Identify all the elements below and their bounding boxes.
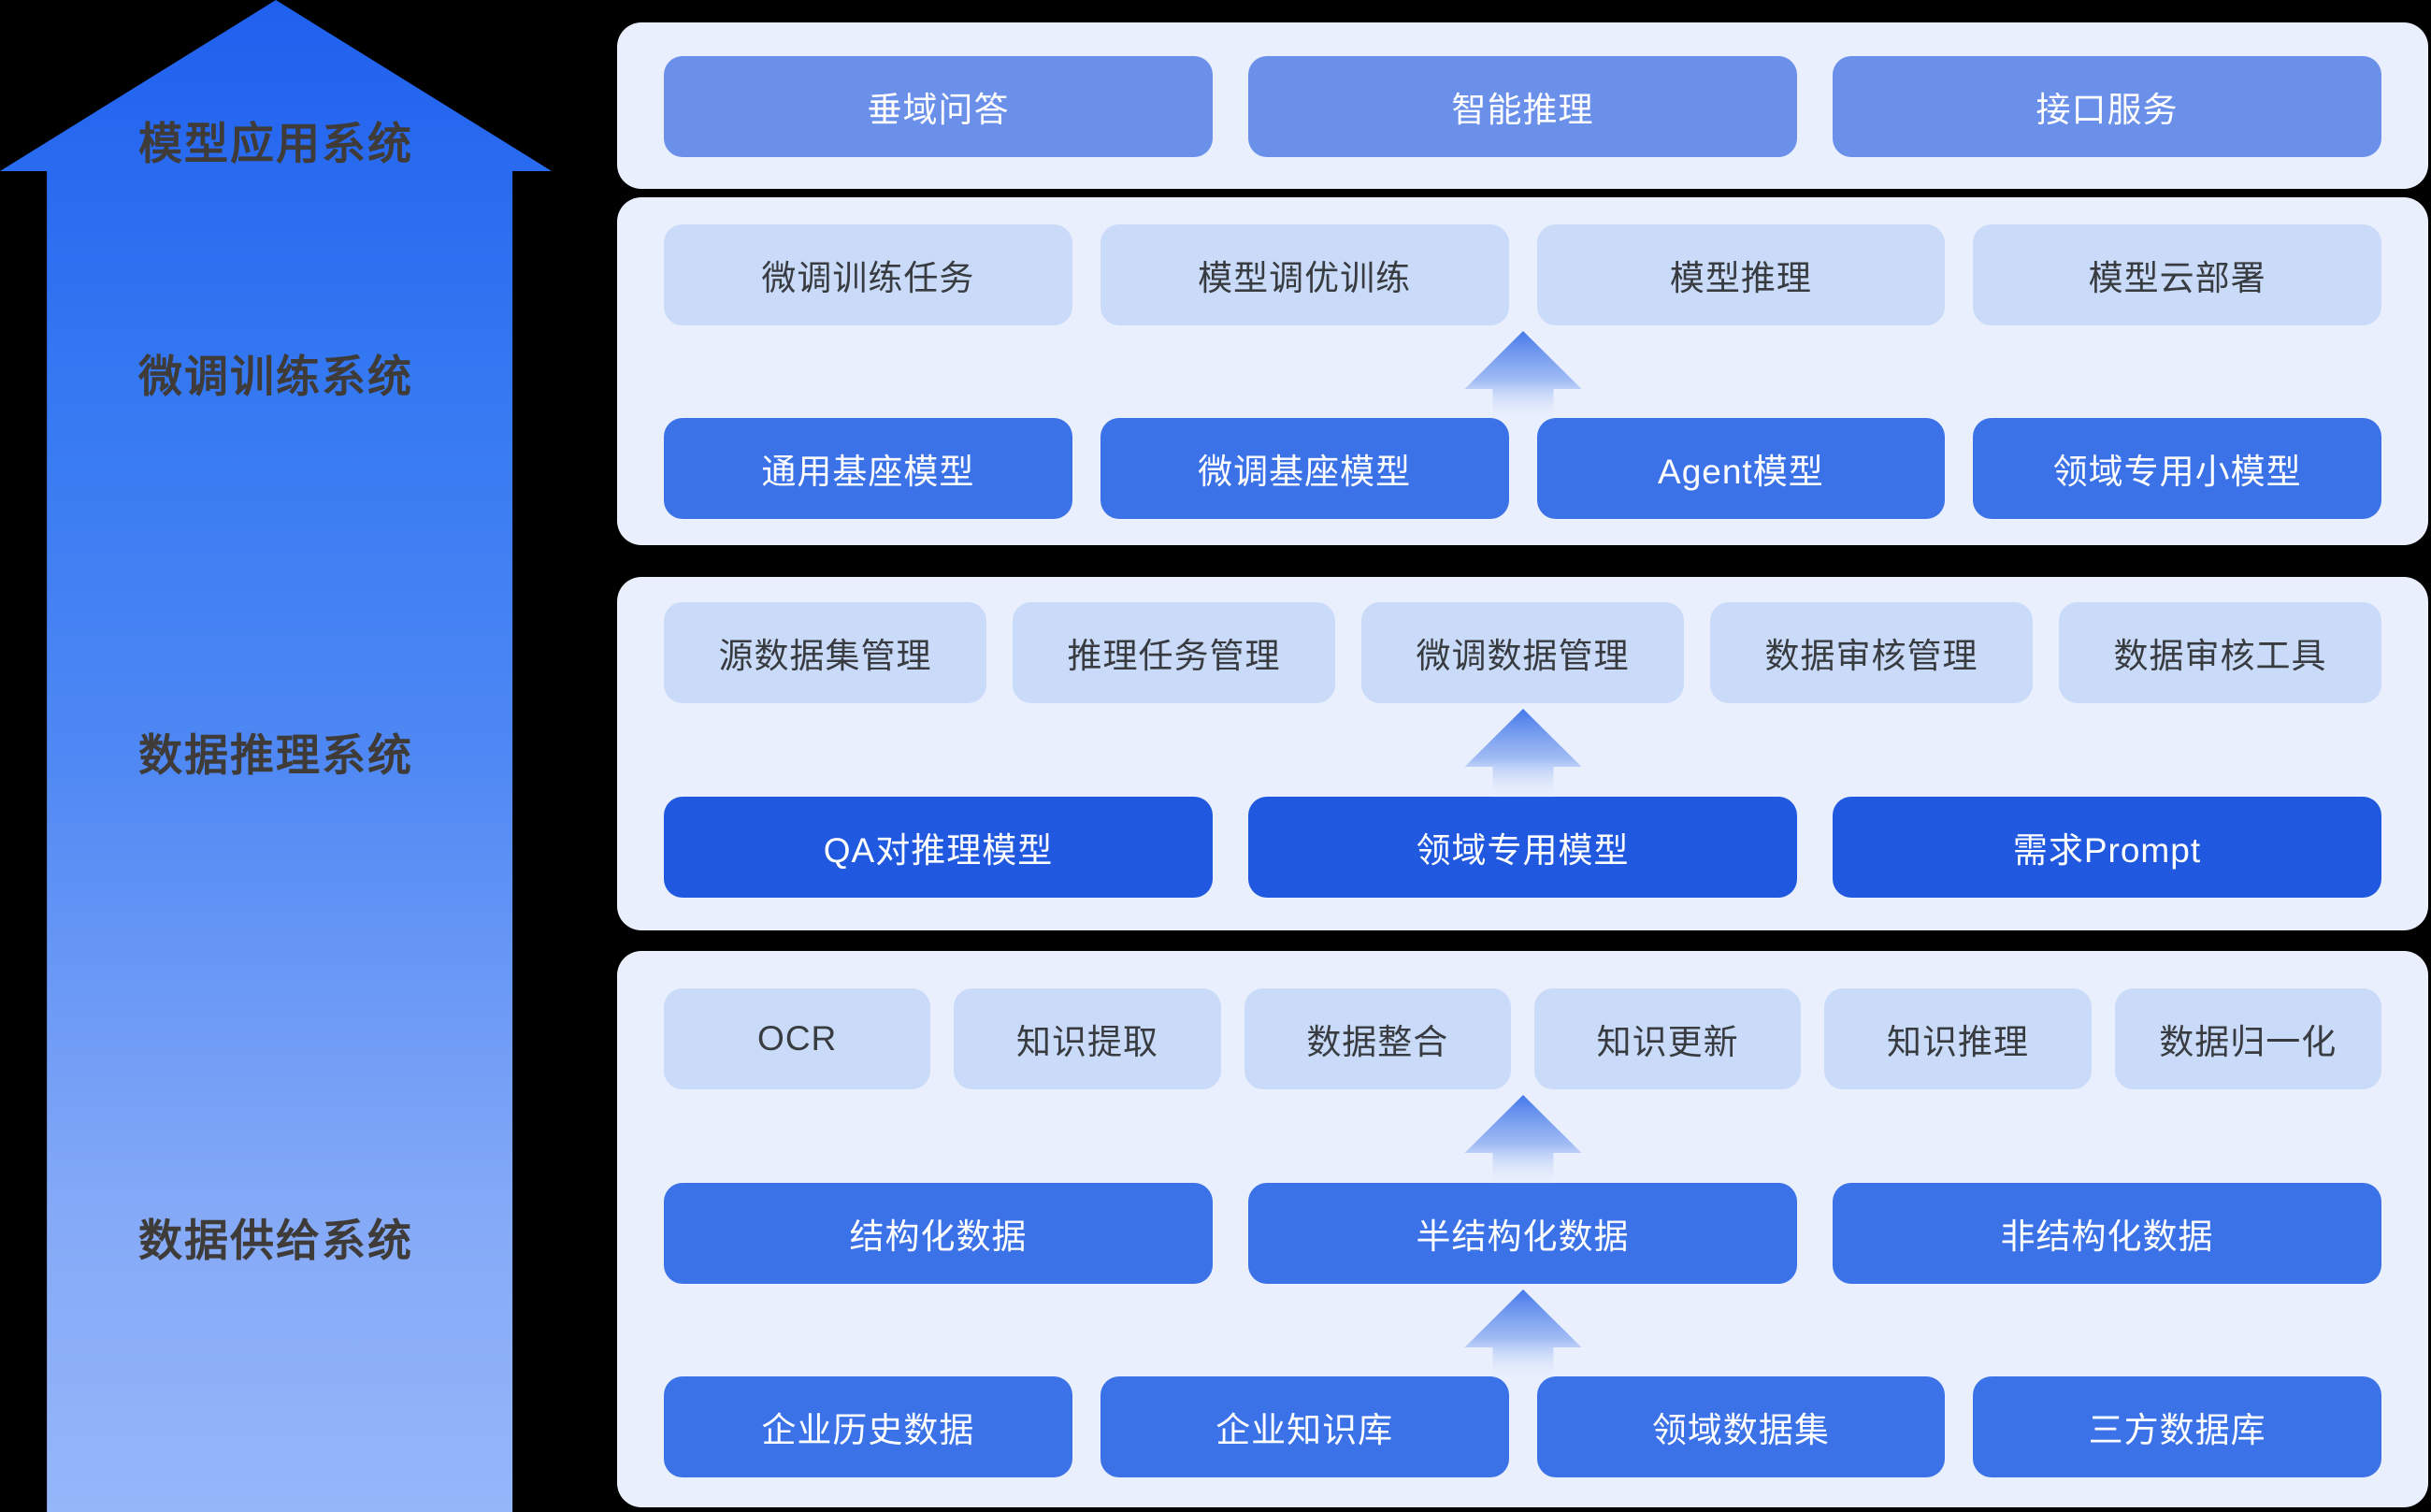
- node-button: 微调数据管理: [1361, 602, 1684, 703]
- node-row: 微调训练任务模型调优训练模型推理模型云部署: [664, 224, 2381, 325]
- node-button: 源数据集管理: [664, 602, 986, 703]
- node-button: 智能推理: [1248, 56, 1797, 157]
- node-button: 数据整合: [1244, 988, 1511, 1089]
- up-arrow-icon: [1464, 1289, 1581, 1378]
- node-button: 推理任务管理: [1013, 602, 1335, 703]
- node-button: QA对推理模型: [664, 797, 1213, 898]
- node-button: 接口服务: [1833, 56, 2381, 157]
- arrow-spacer: [664, 703, 2381, 798]
- system-label-data-inference: 数据推理系统: [138, 730, 413, 780]
- node-button: 微调基座模型: [1100, 418, 1509, 519]
- node-button: 模型云部署: [1973, 224, 2381, 325]
- node-button: 通用基座模型: [664, 418, 1072, 519]
- flow-up-arrow: [0, 0, 552, 1512]
- system-label-model-application: 模型应用系统: [138, 119, 413, 168]
- node-button: 领域专用小模型: [1973, 418, 2381, 519]
- node-button: 模型调优训练: [1100, 224, 1509, 325]
- node-button: 垂域问答: [664, 56, 1213, 157]
- node-button: 三方数据库: [1973, 1376, 2381, 1477]
- node-button: 非结构化数据: [1833, 1182, 2381, 1284]
- node-button: 半结构化数据: [1248, 1182, 1797, 1284]
- arrow-spacer: [664, 1284, 2381, 1378]
- panel-model-application: 垂域问答智能推理接口服务: [617, 22, 2428, 189]
- node-button: OCR: [664, 988, 931, 1089]
- node-button: Agent模型: [1536, 418, 1946, 519]
- node-button: 微调训练任务: [664, 224, 1072, 325]
- node-button: 模型推理: [1536, 224, 1946, 325]
- node-button: 需求Prompt: [1833, 797, 2381, 898]
- up-arrow-icon: [1464, 1095, 1581, 1184]
- node-button: 企业知识库: [1100, 1376, 1509, 1477]
- panel-data-inference: 源数据集管理推理任务管理微调数据管理数据审核管理数据审核工具 QA对推理模型领域专…: [617, 577, 2428, 930]
- system-label-data-supply: 数据供给系统: [138, 1216, 413, 1265]
- node-button: 结构化数据: [664, 1182, 1213, 1284]
- node-button: 知识推理: [1824, 988, 2092, 1089]
- node-button: 知识更新: [1533, 988, 1802, 1089]
- up-arrow-icon: [1464, 331, 1581, 420]
- node-row: QA对推理模型领域专用模型需求Prompt: [664, 797, 2381, 898]
- system-label-fine-tuning: 微调训练系统: [138, 352, 413, 401]
- node-row: 垂域问答智能推理接口服务: [664, 56, 2381, 157]
- node-row: 源数据集管理推理任务管理微调数据管理数据审核管理数据审核工具: [664, 602, 2381, 703]
- node-button: 数据审核工具: [2059, 602, 2381, 703]
- node-row: 企业历史数据企业知识库领域数据集三方数据库: [664, 1376, 2381, 1477]
- node-button: 数据审核管理: [1710, 602, 2033, 703]
- node-button: 领域专用模型: [1248, 797, 1797, 898]
- node-button: 企业历史数据: [664, 1376, 1072, 1477]
- up-arrow-icon: [1464, 709, 1581, 798]
- arrow-spacer: [664, 1089, 2381, 1184]
- node-button: 数据归一化: [2114, 988, 2381, 1089]
- node-button: 知识提取: [954, 988, 1221, 1089]
- arrow-spacer: [664, 325, 2381, 420]
- node-row: 通用基座模型微调基座模型 Agent模型领域专用小模型: [664, 418, 2381, 519]
- node-button: 领域数据集: [1536, 1376, 1946, 1477]
- node-row: 结构化数据半结构化数据非结构化数据: [664, 1182, 2381, 1284]
